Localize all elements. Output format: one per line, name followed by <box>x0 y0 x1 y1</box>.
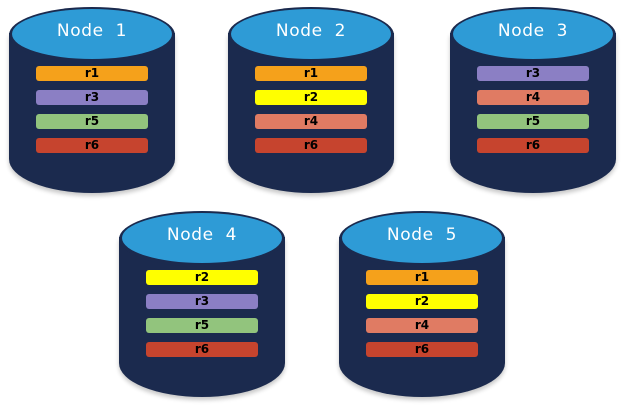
replica-bar-r6[interactable]: r6 <box>146 342 258 357</box>
replica-list: r1 r2 r4 r6 <box>255 66 367 153</box>
node-label: Node 2 <box>275 21 347 41</box>
node-label: Node 5 <box>386 225 458 245</box>
replica-bar-r6[interactable]: r6 <box>36 138 148 153</box>
replica-bar-r1[interactable]: r1 <box>36 66 148 81</box>
replica-bar-r4[interactable]: r4 <box>366 318 478 333</box>
replica-bar-r3[interactable]: r3 <box>477 66 589 81</box>
node-label: Node 1 <box>56 21 128 41</box>
replica-bar-r4[interactable]: r4 <box>477 90 589 105</box>
database-node-5[interactable]: Node 5 r1 r2 r4 r6 <box>339 211 505 397</box>
replica-list: r1 r2 r4 r6 <box>366 270 478 357</box>
cylinder-top-face <box>453 9 613 59</box>
replica-bar-r3[interactable]: r3 <box>146 294 258 309</box>
replica-bar-r5[interactable]: r5 <box>477 114 589 129</box>
replica-bar-r2[interactable]: r2 <box>366 294 478 309</box>
node-label: Node 3 <box>497 21 569 41</box>
replica-bar-r6[interactable]: r6 <box>366 342 478 357</box>
replica-bar-r6[interactable]: r6 <box>477 138 589 153</box>
database-node-1[interactable]: Node 1 r1 r3 r5 r6 <box>9 7 175 193</box>
replica-bar-r5[interactable]: r5 <box>36 114 148 129</box>
replica-bar-r1[interactable]: r1 <box>366 270 478 285</box>
replica-bar-r4[interactable]: r4 <box>255 114 367 129</box>
replica-list: r1 r3 r5 r6 <box>36 66 148 153</box>
cylinder-top-face <box>12 9 172 59</box>
cylinder-top-face <box>122 213 282 263</box>
database-node-3[interactable]: Node 3 r3 r4 r5 r6 <box>450 7 616 193</box>
replica-bar-r2[interactable]: r2 <box>255 90 367 105</box>
replica-bar-r6[interactable]: r6 <box>255 138 367 153</box>
replica-bar-r3[interactable]: r3 <box>36 90 148 105</box>
replica-bar-r5[interactable]: r5 <box>146 318 258 333</box>
database-node-2[interactable]: Node 2 r1 r2 r4 r6 <box>228 7 394 193</box>
node-label: Node 4 <box>166 225 238 245</box>
replica-list: r2 r3 r5 r6 <box>146 270 258 357</box>
replica-list: r3 r4 r5 r6 <box>477 66 589 153</box>
replica-bar-r2[interactable]: r2 <box>146 270 258 285</box>
cylinder-top-face <box>231 9 391 59</box>
replica-bar-r1[interactable]: r1 <box>255 66 367 81</box>
cylinder-top-face <box>342 213 502 263</box>
database-node-4[interactable]: Node 4 r2 r3 r5 r6 <box>119 211 285 397</box>
